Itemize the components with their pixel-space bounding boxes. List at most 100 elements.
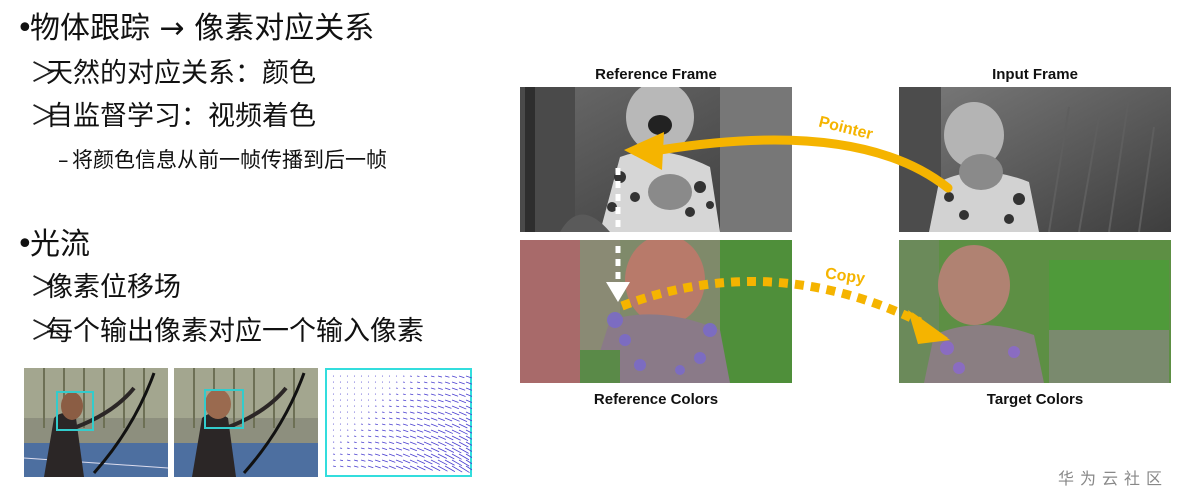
copy-arrow	[620, 277, 922, 327]
flow-vector	[458, 435, 469, 442]
flow-vector	[465, 429, 472, 434]
flow-vector	[437, 435, 446, 440]
flow-vector	[388, 417, 393, 420]
flow-vector	[360, 447, 365, 450]
flow-vector	[423, 417, 430, 421]
flow-vector	[465, 447, 472, 452]
flow-vector	[374, 435, 379, 438]
flow-vector	[430, 441, 439, 446]
flow-vector	[409, 387, 413, 390]
sub-item-propagate-color: –将颜色信息从前一帧传播到后一帧	[58, 147, 387, 173]
flow-vector	[437, 381, 443, 384]
flow-vector	[451, 375, 458, 378]
flow-vector	[374, 441, 380, 444]
flow-vector	[381, 453, 388, 457]
reference-frame-label: Reference Frame	[595, 66, 717, 83]
flow-vector	[395, 447, 403, 451]
bullet-tracking: •物体跟踪 → 像素对应关系	[16, 12, 374, 46]
flow-vector	[416, 441, 425, 446]
flow-vector	[374, 417, 378, 419]
reference-colors-label: Reference Colors	[593, 391, 719, 408]
flow-vector	[423, 435, 432, 440]
flow-vector	[416, 375, 420, 377]
flow-vector	[444, 459, 455, 466]
flow-vector	[381, 465, 389, 469]
item-self-supervised: ＞自监督学习：视频着色	[30, 101, 316, 133]
flow-vector	[346, 465, 351, 468]
flow-vector	[395, 399, 399, 401]
flow-vector	[367, 453, 373, 456]
flow-vector	[402, 423, 408, 426]
flow-vector	[409, 435, 417, 439]
flow-vector	[444, 417, 453, 422]
flow-vector	[451, 381, 458, 385]
flow-vector	[458, 381, 465, 385]
flow-vector	[416, 459, 426, 465]
flow-vector	[444, 381, 450, 384]
flow-vector	[437, 399, 444, 403]
flow-vector	[339, 453, 343, 455]
flow-vector	[465, 411, 472, 416]
flow-vector	[444, 375, 450, 378]
flow-vector	[388, 429, 394, 432]
flow-vector	[402, 429, 409, 433]
flow-vector	[367, 465, 374, 469]
flow-vector	[402, 405, 407, 408]
flow-vector	[437, 405, 445, 409]
flow-vector	[423, 393, 429, 396]
flow-vector	[444, 405, 452, 409]
flow-vector	[381, 423, 386, 426]
flow-vector	[416, 399, 422, 402]
flow-vector	[465, 393, 472, 397]
flow-vector	[360, 435, 364, 438]
flow-vector	[458, 375, 465, 379]
flow-vector	[437, 453, 448, 459]
flow-vector	[451, 393, 459, 397]
flow-vector	[458, 465, 470, 473]
flow-vector	[402, 459, 411, 464]
flow-vector	[374, 459, 381, 463]
flow-vector	[409, 399, 414, 402]
flow-vector	[409, 465, 419, 470]
flow-vector	[409, 405, 415, 408]
flow-vector	[374, 453, 381, 456]
flow-vector	[353, 465, 359, 468]
flow-vector	[437, 411, 445, 415]
bullet-dot: •	[16, 11, 34, 46]
flow-vector	[402, 435, 409, 439]
flow-vector	[437, 447, 447, 453]
flow-vector	[437, 417, 445, 422]
flow-vector	[430, 405, 437, 409]
flow-vector	[451, 441, 462, 447]
flow-vector	[458, 387, 466, 391]
flow-vector	[423, 441, 432, 446]
flow-vector	[374, 447, 380, 450]
flow-vector	[409, 459, 418, 464]
flow-vector	[409, 453, 418, 458]
flow-vector	[451, 453, 462, 460]
flow-vector	[465, 417, 472, 422]
flow-vector	[367, 429, 371, 432]
flow-vector	[381, 447, 388, 450]
flow-vector	[381, 429, 386, 432]
item-text: 天然的对应关系：颜色	[46, 58, 316, 89]
flow-vector	[458, 399, 467, 404]
item-text: 每个输出像素对应一个输入像素	[46, 316, 424, 347]
flow-vector	[402, 465, 411, 470]
flow-vector	[360, 465, 366, 468]
flow-vector	[346, 447, 350, 449]
flow-vector	[423, 459, 433, 465]
flow-vector	[458, 411, 467, 416]
flow-vector	[465, 375, 472, 379]
flow-vector	[437, 441, 447, 447]
flow-vector	[444, 423, 453, 428]
flow-vector	[444, 411, 452, 416]
flow-vector	[458, 423, 468, 429]
flow-vector	[451, 411, 460, 416]
flow-vector	[360, 441, 365, 444]
flow-vector	[346, 453, 351, 456]
flow-vector	[444, 453, 455, 460]
flow-vector	[395, 459, 403, 464]
flow-vector	[402, 393, 406, 396]
flow-vector	[451, 417, 460, 422]
